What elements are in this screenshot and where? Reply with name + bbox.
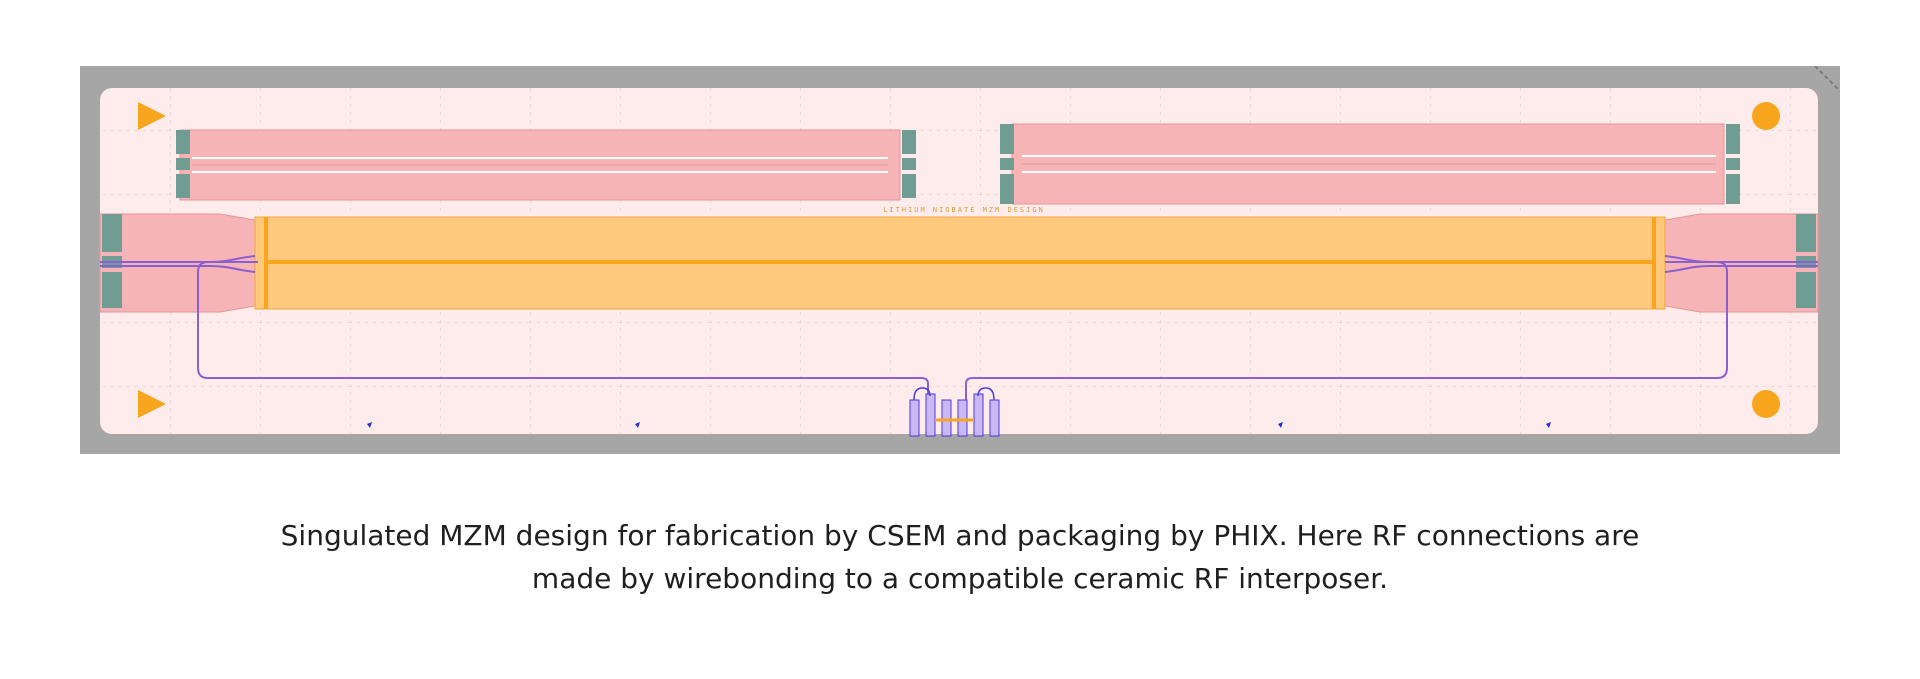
electrode-block-top-left xyxy=(176,129,916,201)
bond-pad xyxy=(1796,272,1816,308)
bond-pad xyxy=(1000,124,1014,154)
bond-marker xyxy=(1278,422,1283,428)
alignment-dot-icon xyxy=(1752,102,1780,130)
bond-pad xyxy=(176,158,190,170)
alignment-triangle-icon xyxy=(138,102,166,130)
bond-marker xyxy=(1546,422,1551,428)
bond-pad xyxy=(902,158,916,170)
bond-pad xyxy=(1000,174,1014,204)
bond-marker xyxy=(367,422,372,428)
electrode-block-top-right xyxy=(1000,123,1740,205)
bond-pad xyxy=(102,272,122,308)
bond-pad xyxy=(1726,174,1740,204)
bond-pad xyxy=(1726,124,1740,154)
bond-marker xyxy=(635,422,640,428)
caption-line-1: Singulated MZM design for fabrication by… xyxy=(280,519,1640,552)
bond-pad xyxy=(902,130,916,154)
caption-line-2: made by wirebonding to a compatible cera… xyxy=(531,562,1389,595)
bond-pad xyxy=(102,214,122,252)
bond-pad xyxy=(902,174,916,198)
figure-caption: Singulated MZM design for fabrication by… xyxy=(160,514,1760,600)
optical-waveguide xyxy=(100,255,1818,402)
mzm-chip-layout: LITHIUM NIOBATE MZM DESIGN xyxy=(80,66,1840,454)
layout-label: LITHIUM NIOBATE MZM DESIGN xyxy=(883,206,1045,214)
bond-pad xyxy=(1000,158,1014,170)
bond-pad xyxy=(176,130,190,154)
bias-wirebond-cluster xyxy=(909,387,1000,437)
alignment-triangle-icon xyxy=(138,390,166,418)
bond-pad xyxy=(1796,214,1816,252)
bond-pad xyxy=(1726,158,1740,170)
bond-pad xyxy=(176,174,190,198)
modulator-electrode xyxy=(254,216,1666,310)
alignment-dot-icon xyxy=(1752,390,1780,418)
